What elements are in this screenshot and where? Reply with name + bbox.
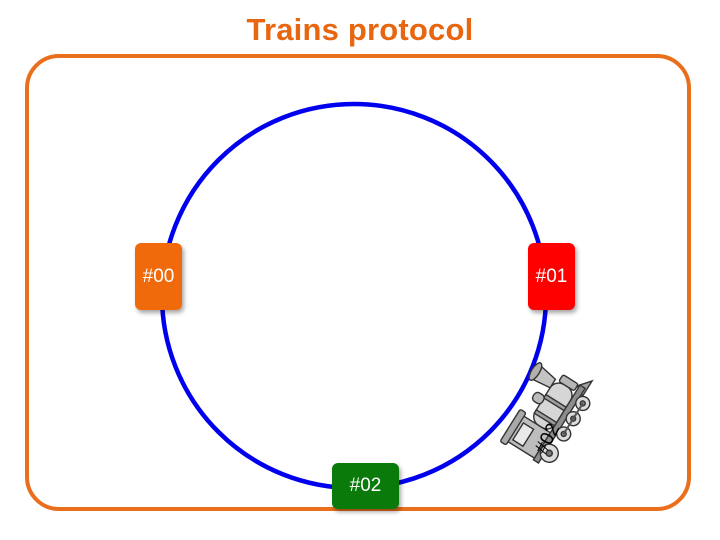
node-01: #01 [528,243,575,310]
ring-circle [159,101,549,491]
node-02-label: #02 [349,475,382,496]
locomotive-icon [500,362,594,464]
node-01-label: #01 [535,265,568,287]
node-00: #00 [135,243,182,310]
node-02: #02 [332,463,399,509]
slide-title: Trains protocol [246,12,474,47]
node-00-label: #00 [142,265,175,287]
protocol-frame [25,54,691,511]
